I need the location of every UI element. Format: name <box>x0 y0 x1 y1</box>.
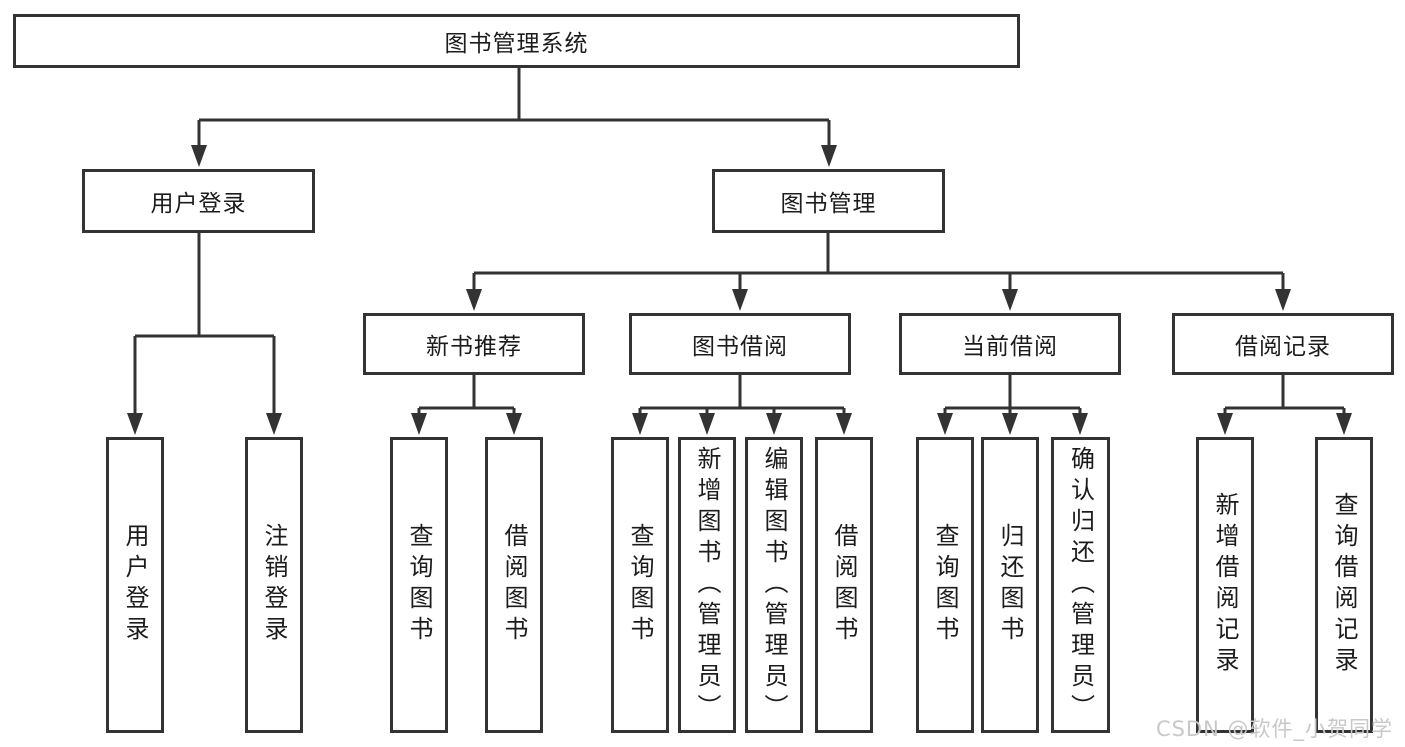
leaf-borrow-books-recommend: 借阅图书 <box>485 437 543 733</box>
connector-borrow-record-group <box>1223 375 1346 418</box>
leaf-return-books: 归还图书 <box>981 437 1039 733</box>
leaf-add-borrow-record: 新增借阅记录 <box>1196 437 1254 733</box>
arrowheads <box>127 145 1352 435</box>
connector-new-book-group <box>417 375 516 418</box>
leaf-borrow-books: 借阅图书 <box>815 437 873 733</box>
connector-root-to-level2 <box>197 66 831 150</box>
node-root: 图书管理系统 <box>13 14 1020 68</box>
leaf-logout: 注销登录 <box>245 437 303 733</box>
leaf-query-books-recommend: 查询图书 <box>390 437 448 733</box>
connector-book-borrow-group <box>638 375 846 418</box>
node-new-book-recommendation: 新书推荐 <box>363 313 585 375</box>
leaf-query-books-current: 查询图书 <box>916 437 974 733</box>
leaf-confirm-return-admin: 确认归还（管理员） <box>1051 437 1110 733</box>
leaf-user-login: 用户登录 <box>106 437 164 733</box>
connector-user-login-group <box>133 233 276 418</box>
node-current-borrowing: 当前借阅 <box>899 313 1121 375</box>
leaf-query-books-borrow: 查询图书 <box>611 437 669 733</box>
csdn-watermark: CSDN @软件_小贺同学 <box>1155 717 1393 741</box>
node-user-login: 用户登录 <box>82 169 315 233</box>
leaf-query-borrow-record: 查询借阅记录 <box>1315 437 1373 733</box>
leaf-edit-book-admin: 编辑图书（管理员） <box>745 437 803 733</box>
node-borrowing-records: 借阅记录 <box>1172 313 1394 375</box>
leaf-add-book-admin: 新增图书（管理员） <box>678 437 736 733</box>
connector-current-borrow-group <box>943 375 1082 418</box>
connector-book-management-to-level3 <box>472 233 1285 294</box>
node-book-management: 图书管理 <box>712 169 945 233</box>
node-book-borrowing: 图书借阅 <box>629 313 851 375</box>
